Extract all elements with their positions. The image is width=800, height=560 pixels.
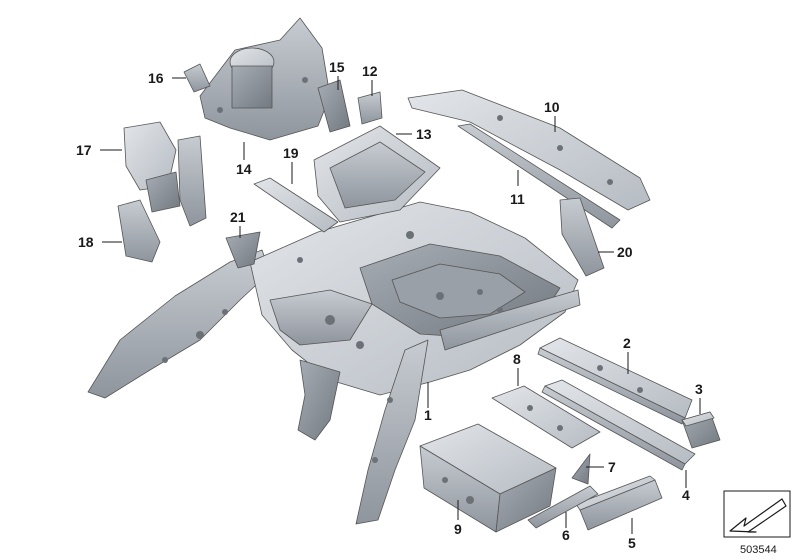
callout-12: 12 (362, 63, 378, 79)
callout-20: 20 (617, 244, 633, 260)
part-2-cross-member (537, 337, 693, 425)
part-12-bracket (357, 91, 383, 125)
part-13-panel (313, 125, 441, 223)
part-6-strip (527, 485, 599, 529)
part-21-bracket (225, 231, 261, 269)
callout-5: 5 (628, 535, 636, 551)
part-19-strip (253, 177, 339, 233)
part-17-bracket-assembly (123, 121, 207, 227)
part-8-bracket-plate (491, 385, 601, 449)
callout-17: 17 (76, 142, 92, 158)
callout-1: 1 (424, 407, 432, 423)
part-9-tray (419, 423, 557, 533)
part-20-bracket (559, 197, 605, 277)
part-14-wheel-arch (199, 17, 331, 141)
part-5-channel (575, 475, 663, 531)
callout-7: 7 (608, 459, 616, 475)
part-1-holes (162, 231, 503, 463)
callout-14: 14 (236, 161, 252, 177)
reference-number: 503544 (740, 544, 777, 556)
callout-9: 9 (454, 521, 462, 537)
callout-8: 8 (513, 351, 521, 367)
callout-10: 10 (544, 99, 560, 115)
part-7-gusset (571, 453, 591, 485)
callout-16: 16 (148, 70, 164, 86)
part-10-rear-rail (407, 89, 651, 211)
callout-11: 11 (510, 191, 525, 207)
part-15-bracket (317, 79, 351, 133)
part-18-corner-bracket (117, 199, 161, 263)
callout-3: 3 (695, 381, 703, 397)
callout-21: 21 (230, 209, 246, 225)
callout-4: 4 (682, 487, 690, 503)
part-16-clip (183, 63, 211, 93)
callout-2: 2 (623, 335, 631, 351)
callout-6: 6 (562, 527, 570, 543)
arrow-down-left-icon (723, 490, 791, 538)
callout-13: 13 (416, 126, 432, 142)
callout-15: 15 (329, 59, 345, 75)
callout-19: 19 (283, 145, 299, 161)
part-3-bracket (681, 411, 721, 449)
leader-lines (100, 76, 701, 534)
part-1-rear-floor (87, 201, 581, 525)
callouts: 1 2 3 4 5 6 7 8 9 10 11 12 13 14 15 16 1… (76, 59, 703, 551)
callout-18: 18 (78, 234, 94, 250)
part-4-rail (541, 379, 696, 471)
